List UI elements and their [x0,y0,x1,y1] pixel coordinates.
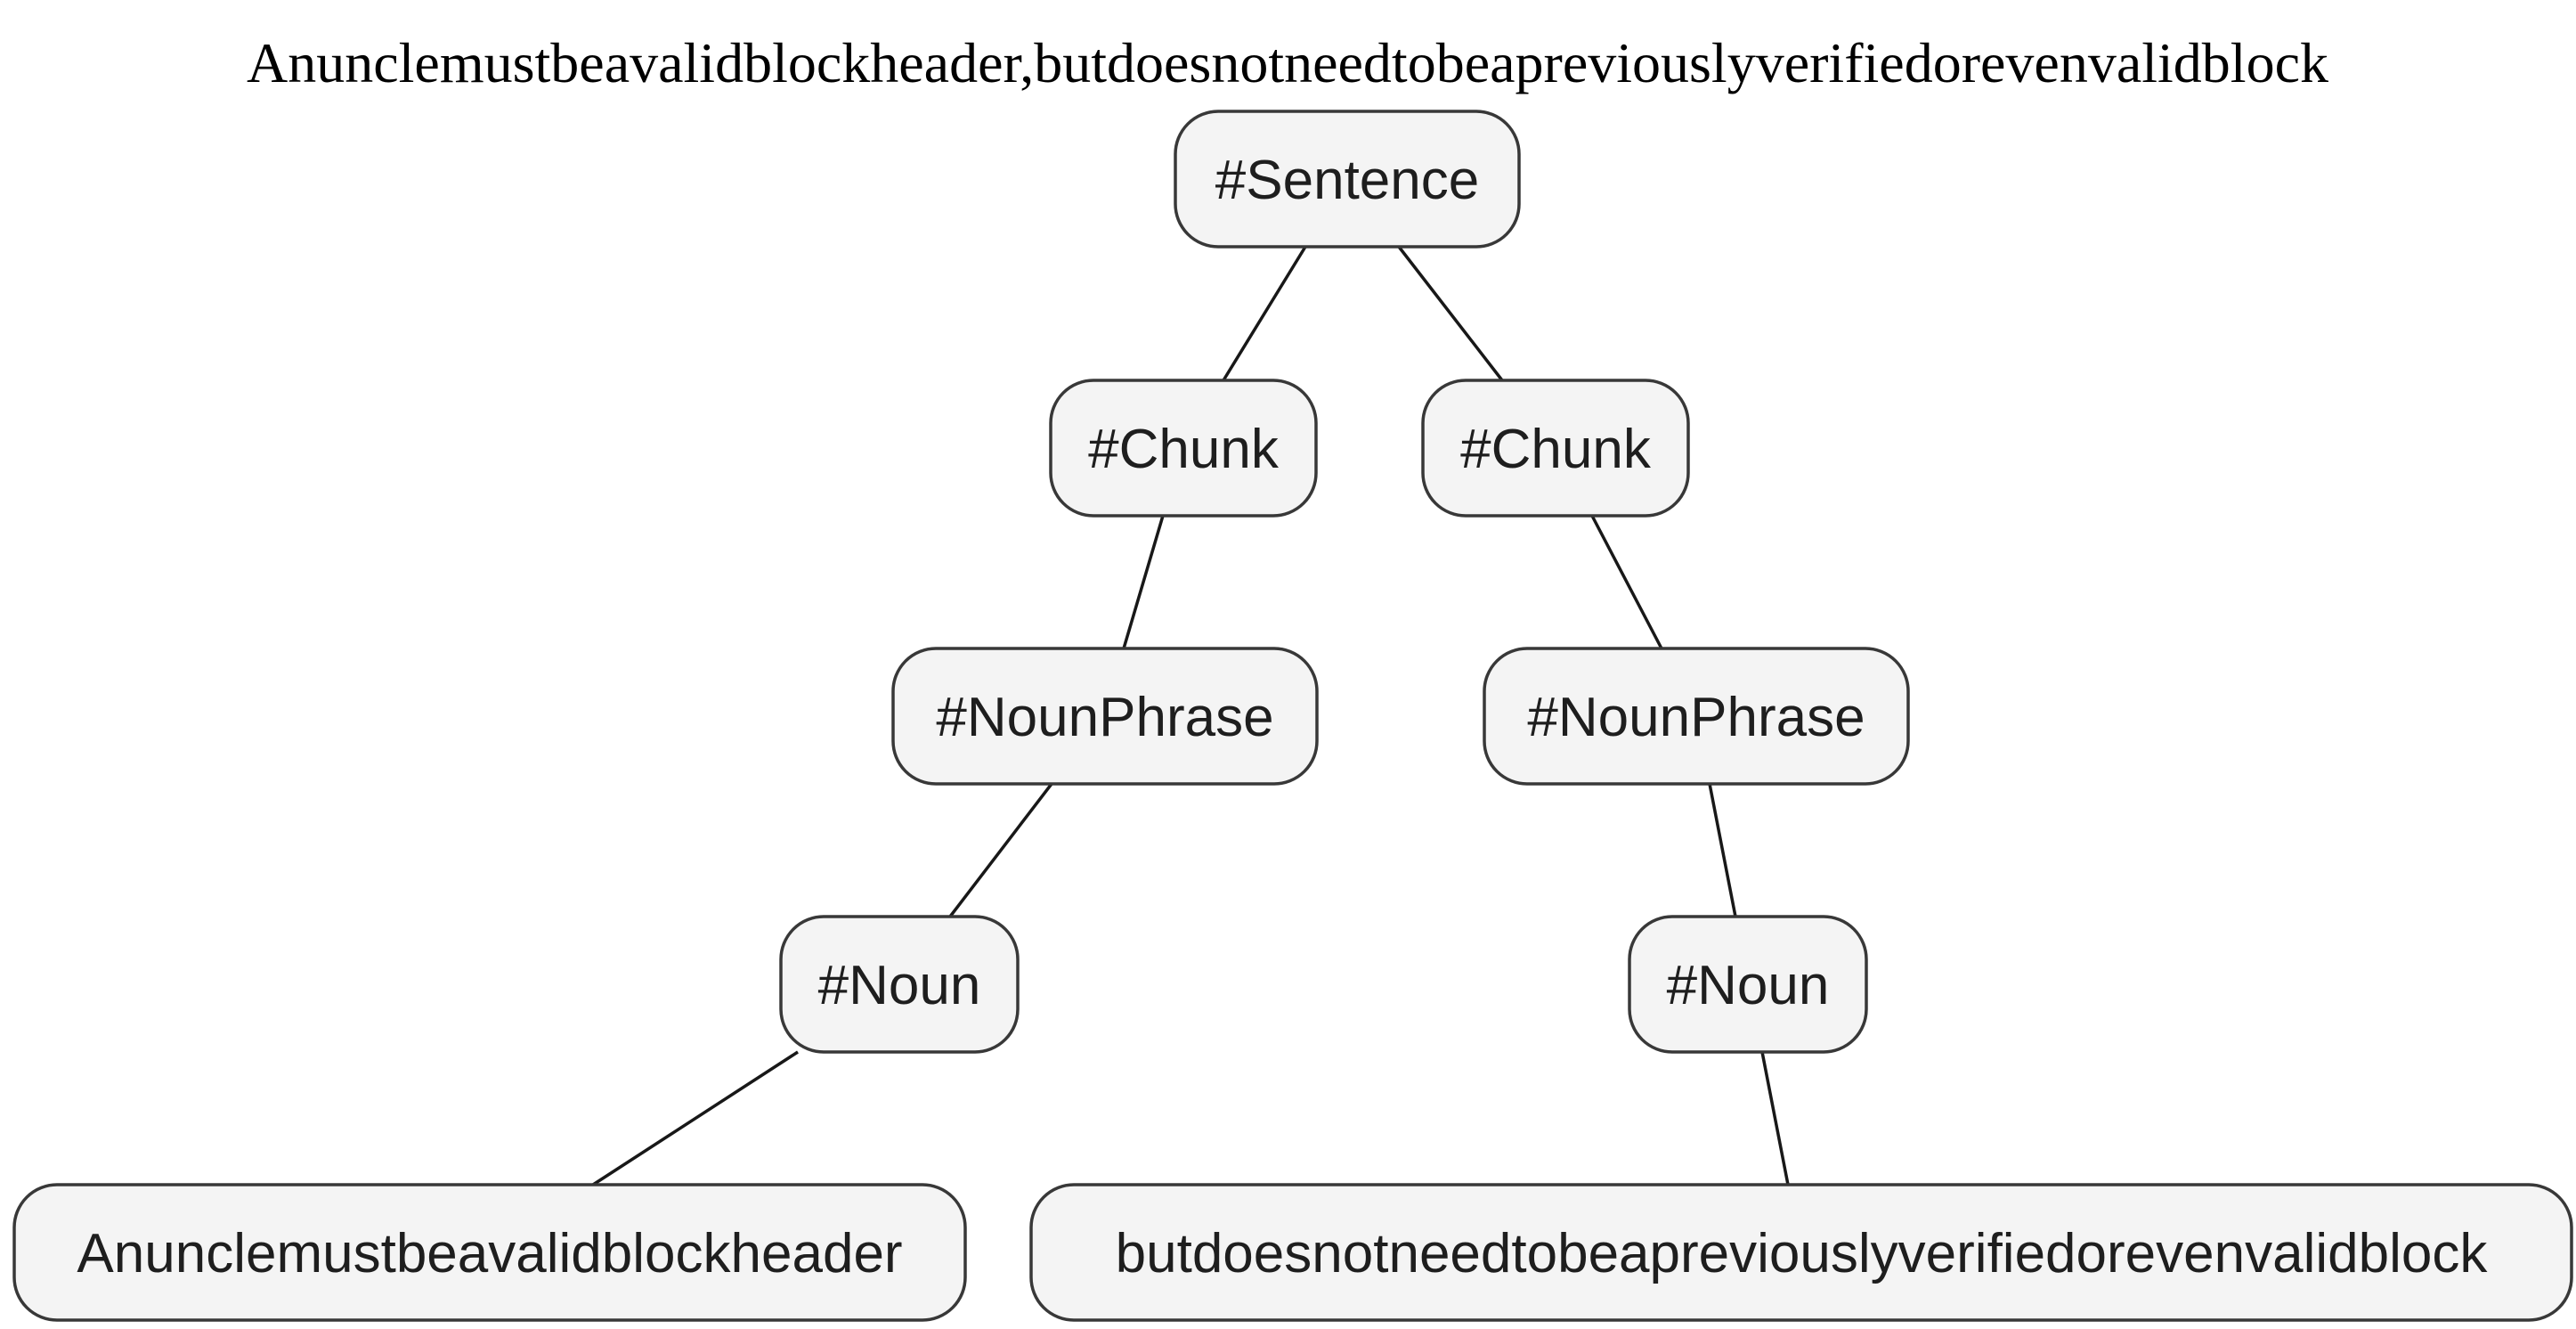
leaf-right-label: butdoesnotneedtobeapreviouslyverifiedore… [1116,1223,2489,1284]
node-chunk-left-label: #Chunk [1088,419,1280,480]
node-sentence-label: #Sentence [1215,150,1479,211]
node-noun-left-box [779,915,1020,1054]
node-noun-right-box [1628,915,1868,1054]
node-sentence-box [1174,110,1521,249]
node-chunk-right: #Chunk [1421,379,1690,518]
node-noun-right: #Noun [1628,915,1868,1054]
edge-noun1-leaf1 [592,1050,799,1186]
edge-sentence-chunk2 [1397,245,1504,382]
node-noun-right-label: #Noun [1667,955,1830,1016]
node-chunk-left-box [1049,379,1318,518]
node-sentence: #Sentence [1174,110,1521,249]
edge-np2-noun2 [1708,783,1737,917]
node-nounphrase-left-label: #NounPhrase [936,687,1273,748]
node-noun-left-label: #Noun [818,955,981,1016]
leaf-right-box [1029,1183,2573,1322]
leaf-left-label: Anunclemustbeavalidblockheader [77,1223,902,1284]
edge-chunk2-np2 [1590,515,1663,649]
diagram-title: Anunclemustbeavalidblockheader,butdoesno… [247,31,2328,94]
node-nounphrase-right-label: #NounPhrase [1527,687,1865,748]
node-nounphrase-right-box [1483,647,1910,786]
node-noun-left: #Noun [779,915,1020,1054]
edge-noun2-leaf2 [1760,1051,1790,1186]
node-nounphrase-left-box [891,647,1319,786]
edge-sentence-chunk1 [1222,246,1307,381]
node-chunk-right-label: #Chunk [1460,419,1652,480]
leaf-left-box [12,1183,967,1322]
node-nounphrase-left: #NounPhrase [891,647,1319,786]
node-nounphrase-right: #NounPhrase [1483,647,1910,786]
leaf-right: butdoesnotneedtobeapreviouslyverifiedore… [1029,1183,2573,1322]
node-chunk-left: #Chunk [1049,379,1318,518]
leaf-left: Anunclemustbeavalidblockheader [12,1183,967,1322]
node-chunk-right-box [1421,379,1690,518]
nodes-layer: #Sentence #Chunk #Chunk #NounPhrase #NounPhr… [12,110,2573,1322]
edge-chunk1-np1 [1122,515,1165,649]
edge-np1-noun1 [948,782,1053,918]
edges-layer [592,245,1790,1186]
